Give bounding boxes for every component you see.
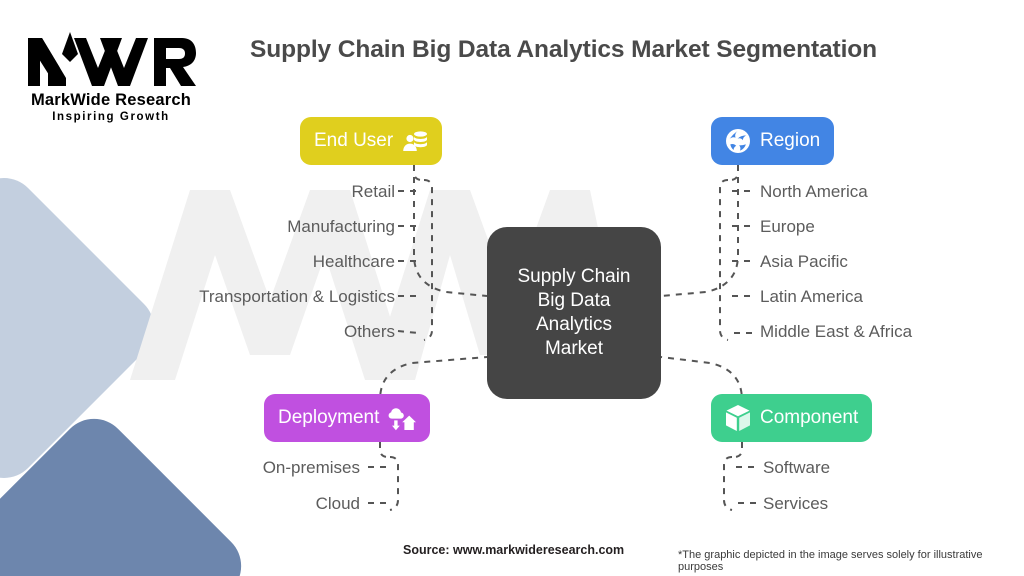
source-text: Source: www.markwideresearch.com [403, 543, 625, 557]
item-end-user-4: Others [343, 322, 395, 341]
center-node-text: Supply Chain Big Data Analytics Market [517, 265, 630, 361]
cloud-home-icon [388, 405, 417, 431]
item-region-3: Latin America [760, 287, 863, 306]
category-badge-component[interactable]: Component [711, 394, 873, 442]
disclaimer-text: *The graphic depicted in the image serve… [678, 549, 983, 573]
center-line-4: Market [544, 338, 604, 359]
center-line-3: Analytics [535, 314, 613, 335]
deco-square-dark [0, 404, 256, 576]
center-line-1: Supply Chain [517, 266, 631, 287]
category-badge-region[interactable]: Region [711, 117, 835, 165]
cube-icon [725, 404, 751, 432]
users-database-icon [402, 129, 428, 153]
category-label-deployment: Deployment [278, 407, 380, 428]
page-title: Supply Chain Big Data Analytics Market S… [250, 36, 878, 63]
item-deployment-0: On-premises [262, 458, 360, 477]
item-region-1: Europe [760, 217, 815, 236]
item-end-user-1: Manufacturing [287, 217, 395, 236]
center-node: Supply Chain Big Data Analytics Market [487, 227, 661, 399]
item-end-user-3: Transportation & Logistics [199, 287, 395, 306]
center-line-2: Big Data [537, 290, 611, 311]
category-label-end-user: End User [314, 130, 394, 151]
item-component-0: Software [763, 458, 831, 477]
brand-logo: MarkWide Research Inspiring Growth [26, 28, 226, 130]
category-badge-deployment[interactable]: Deployment [264, 394, 431, 442]
item-deployment-1: Cloud [315, 494, 360, 513]
item-region-4: Middle East & Africa [760, 322, 913, 341]
globe-icon [725, 128, 751, 154]
item-region-0: North America [760, 182, 868, 201]
item-region-2: Asia Pacific [760, 252, 848, 271]
category-label-region: Region [760, 130, 821, 151]
item-component-1: Services [763, 494, 829, 513]
category-label-component: Component [760, 407, 859, 428]
logo-company-name: MarkWide Research [30, 91, 192, 109]
logo-tagline: Inspiring Growth [52, 111, 170, 123]
item-end-user-0: Retail [351, 182, 395, 201]
item-end-user-2: Healthcare [312, 252, 395, 271]
category-badge-end-user[interactable]: End User [300, 117, 443, 165]
mwr-logo-icon [28, 32, 196, 86]
